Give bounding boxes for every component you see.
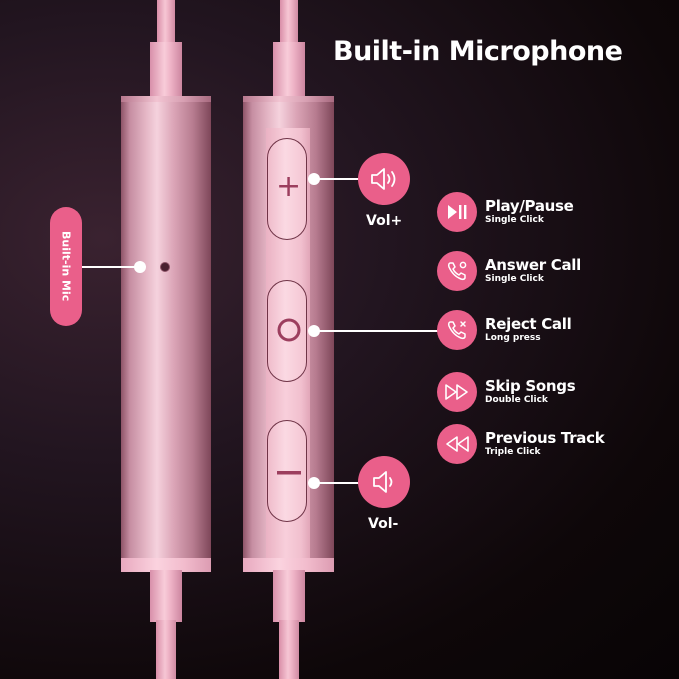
lower-collar-right [273, 570, 305, 622]
feature-answer-call: Answer Call Single Click [437, 251, 581, 291]
mic-unit-body [121, 96, 211, 562]
feature-title: Previous Track [485, 429, 605, 447]
rim-top-right [243, 96, 334, 102]
upper-collar-right [273, 42, 305, 97]
upper-collar-left [150, 42, 182, 97]
rim-bottom-left [121, 558, 211, 572]
lower-cable-right [279, 620, 299, 679]
rim-top-left [121, 96, 211, 102]
vol-down-callout-line [316, 482, 361, 484]
feature-subtitle: Double Click [485, 395, 548, 405]
feature-subtitle: Triple Click [485, 447, 541, 457]
play-pause-icon [437, 192, 477, 232]
previous-track-icon [437, 424, 477, 464]
feature-play-pause: Play/Pause Single Click [437, 192, 574, 232]
volume-down-button[interactable] [267, 420, 307, 522]
answer-call-icon [437, 251, 477, 291]
volume-up-button[interactable]: + [267, 138, 307, 240]
mic-hole [160, 262, 170, 272]
vol-up-callout-line [316, 178, 361, 180]
lower-collar-left [150, 570, 182, 622]
plus-icon: + [276, 169, 302, 204]
built-in-mic-label: Built-in Mic [59, 231, 73, 302]
vol-up-badge [358, 153, 410, 205]
feature-title: Answer Call [485, 256, 581, 274]
mic-callout-dot [134, 261, 146, 273]
vol-up-callout-dot [308, 173, 320, 185]
feature-subtitle: Single Click [485, 215, 544, 225]
vol-down-badge [358, 456, 410, 508]
feature-title: Skip Songs [485, 377, 576, 395]
speaker-soft-icon [373, 471, 393, 493]
feature-previous-track: Previous Track Triple Click [437, 424, 605, 464]
vol-up-label: Vol+ [366, 213, 403, 229]
lower-cable-left [156, 620, 176, 679]
built-in-mic-badge: Built-in Mic [50, 207, 82, 326]
center-callout-dot [308, 325, 320, 337]
vol-down-label: Vol- [368, 516, 399, 532]
vol-down-callout-dot [308, 477, 320, 489]
feature-subtitle: Single Click [485, 274, 544, 284]
feature-title: Play/Pause [485, 197, 574, 215]
reject-call-icon [437, 310, 477, 350]
minus-icon [277, 471, 301, 475]
multifunction-button[interactable] [267, 280, 307, 382]
feature-reject-call: Reject Call Long press [437, 310, 572, 350]
upper-cable-left [157, 0, 175, 45]
feature-skip-songs: Skip Songs Double Click [437, 372, 576, 412]
page-title: Built-in Microphone [333, 36, 623, 67]
rim-bottom-right [243, 558, 334, 572]
feature-title: Reject Call [485, 315, 572, 333]
feature-subtitle: Long press [485, 333, 541, 343]
upper-cable-right [280, 0, 298, 45]
center-callout-line [316, 330, 440, 332]
circle-icon [277, 318, 301, 342]
speaker-loud-icon [371, 168, 396, 190]
skip-forward-icon [437, 372, 477, 412]
mic-callout-line [82, 266, 138, 268]
